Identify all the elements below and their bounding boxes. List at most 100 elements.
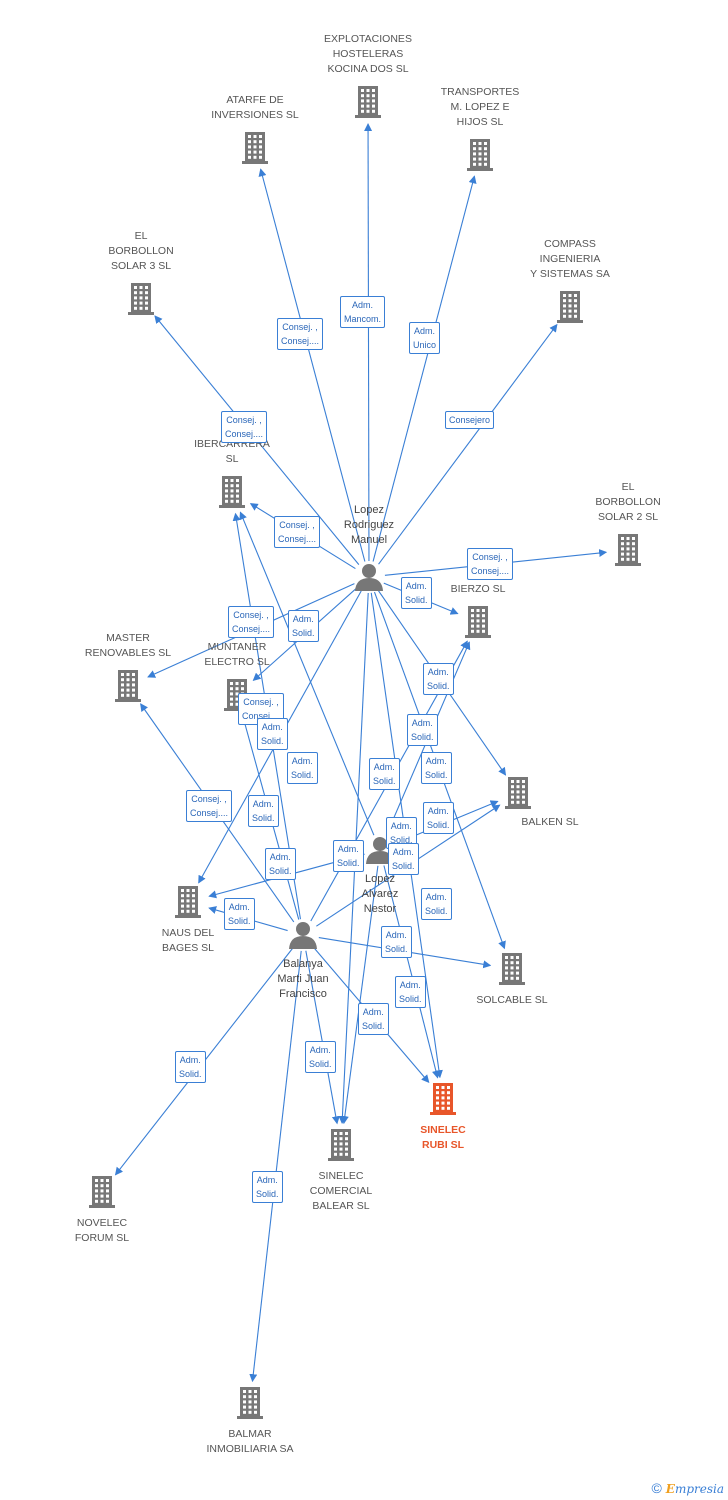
edge-label-balanya-novelec[interactable]: Adm. Solid. <box>175 1051 206 1083</box>
edge-label-lopez-bierzo[interactable]: Adm. Solid. <box>401 577 432 609</box>
edge-label-balanya-sinelec_balear[interactable]: Adm. Solid. <box>305 1041 336 1073</box>
node-solcable[interactable]: SOLCABLE SL <box>476 953 548 1006</box>
edge-label-balanya-bierzo[interactable]: Adm. Solid. <box>333 840 364 872</box>
edge-alvarez-sinelec_balear <box>340 865 379 1125</box>
edge-label-balanya-master[interactable]: Consej. , Consej.... <box>186 790 233 822</box>
node-label-line: MUNTANER <box>208 641 267 653</box>
edge-label-alvarez-sinelec_rubi[interactable]: Adm. Solid. <box>388 843 419 875</box>
edge-label-lopez-master[interactable]: Consej. , Consej.... <box>228 606 275 638</box>
footer-brand: ©Empresia <box>651 1480 724 1496</box>
node-label-line: Rodriguez <box>344 519 394 531</box>
node-label-line: Lopez <box>365 873 395 885</box>
edge-label-alvarez-balken[interactable]: Adm. Solid. <box>423 802 454 834</box>
node-label-line: Balanya <box>283 958 324 970</box>
building-icon <box>505 777 531 809</box>
edge-label-alvarez-sinelec_balear[interactable]: Adm. Solid. <box>358 1003 389 1035</box>
node-label-line: HOSTELERAS <box>333 48 404 60</box>
node-transportes[interactable]: TRANSPORTES M. LOPEZ E HIJOS SL <box>441 86 520 171</box>
building-icon <box>219 476 245 508</box>
node-label-line: EL <box>622 481 635 493</box>
node-label-line: TRANSPORTES <box>441 86 520 98</box>
edge-label-lopez-naus[interactable]: Adm. Solid. <box>287 752 318 784</box>
node-atarfe[interactable]: ATARFE DE INVERSIONES SL <box>211 94 299 164</box>
node-label-line: Marti Juan <box>277 973 328 985</box>
building-icon <box>175 886 201 918</box>
edge-label-balanya-balmar[interactable]: Adm. Solid. <box>252 1171 283 1203</box>
edge-label-balanya-ibercarrera[interactable]: Adm. Solid. <box>257 718 288 750</box>
node-label-line: NAUS DEL <box>162 927 215 939</box>
building-icon <box>499 953 525 985</box>
edge-label-lopez-ibercarrera[interactable]: Consej. , Consej.... <box>274 516 321 548</box>
building-icon <box>89 1176 115 1208</box>
building-icon <box>355 86 381 118</box>
edge-balanya-sinelec_balear <box>305 950 340 1125</box>
node-label-line: Nestor <box>364 903 397 915</box>
node-label-line: INMOBILIARIA SA <box>207 1443 294 1455</box>
edge-label-alvarez-ibercarrera[interactable]: Adm. Solid. <box>248 795 279 827</box>
edge-label-lopez-borbollon2[interactable]: Consej. , Consej.... <box>467 548 514 580</box>
edge-label-balanya-naus[interactable]: Adm. Solid. <box>265 848 296 880</box>
node-explotaciones[interactable]: EXPLOTACIONES HOSTELERAS KOCINA DOS SL <box>324 33 412 118</box>
node-label-line: Manuel <box>351 534 387 546</box>
edge-label-lopez-muntaner[interactable]: Adm. Solid. <box>288 610 319 642</box>
node-label-line: HIJOS SL <box>457 116 504 128</box>
edge-lopez-explotaciones <box>364 122 373 562</box>
edge-balanya-balmar <box>249 950 302 1383</box>
node-label-line: INGENIERIA <box>540 253 601 265</box>
node-label-line: BORBOLLON <box>108 245 173 257</box>
node-label-line: M. LOPEZ E <box>451 101 510 113</box>
edge-label-lopez-atarfe[interactable]: Consej. , Consej.... <box>277 318 324 350</box>
node-label-line: EXPLOTACIONES <box>324 33 412 45</box>
edge-label-lopez-solcable[interactable]: Adm. Solid. <box>421 752 452 784</box>
node-label-line: KOCINA DOS SL <box>327 63 408 75</box>
person-icon <box>289 922 317 949</box>
edge-lopez-atarfe <box>258 168 366 562</box>
edge-label-balanya-balken[interactable]: Adm. Solid. <box>381 926 412 958</box>
edge-label-lopez-explotaciones[interactable]: Adm. Mancom. <box>340 296 386 328</box>
edge-label-lopez-transportes[interactable]: Adm. Unico <box>409 322 441 354</box>
building-icon <box>115 670 141 702</box>
node-label-line: Lopez <box>354 504 384 516</box>
edge-lopez-transportes <box>372 175 477 562</box>
node-label-line: FORUM SL <box>75 1232 129 1244</box>
edge-label-balanya-sinelec_rubi[interactable]: Adm. Solid. <box>421 888 452 920</box>
person-icon <box>366 837 394 864</box>
node-novelec[interactable]: NOVELEC FORUM SL <box>75 1176 129 1244</box>
edge-label-lopez-sinelec_rubi[interactable]: Adm. Solid. <box>407 714 438 746</box>
node-label-line: INVERSIONES SL <box>211 109 299 121</box>
edge-label-lopez-borbollon3[interactable]: Consej. , Consej.... <box>221 411 268 443</box>
edge-alvarez-sinelec_rubi <box>383 865 440 1079</box>
edge-label-alvarez-naus[interactable]: Adm. Solid. <box>224 898 255 930</box>
building-icon <box>237 1387 263 1419</box>
building-icon <box>328 1129 354 1161</box>
node-label-line: MASTER <box>106 632 150 644</box>
nodes-layer: EXPLOTACIONES HOSTELERAS KOCINA DOS SL ATAR… <box>75 33 661 1455</box>
node-label-line: NOVELEC <box>77 1217 128 1229</box>
node-balken[interactable]: BALKEN SL <box>505 777 579 828</box>
copyright-icon: © <box>651 1480 662 1496</box>
node-label-line: BALKEN SL <box>521 816 578 828</box>
node-label-line: Y SISTEMAS SA <box>530 268 610 280</box>
edge-label-lopez-sinelec_balear[interactable]: Adm. Solid. <box>369 758 400 790</box>
node-label-line: EL <box>135 230 148 242</box>
building-icon <box>557 291 583 323</box>
building-icon <box>430 1083 456 1115</box>
edge-label-balanya-solcable[interactable]: Adm. Solid. <box>395 976 426 1008</box>
brand-logo: Empresia <box>665 1482 724 1496</box>
node-label-line: ATARFE DE <box>226 94 283 106</box>
edge-label-lopez-balken[interactable]: Adm. Solid. <box>423 663 454 695</box>
node-label-line: SL <box>226 453 239 465</box>
edge-label-lopez-compass[interactable]: Consejero <box>445 411 495 429</box>
